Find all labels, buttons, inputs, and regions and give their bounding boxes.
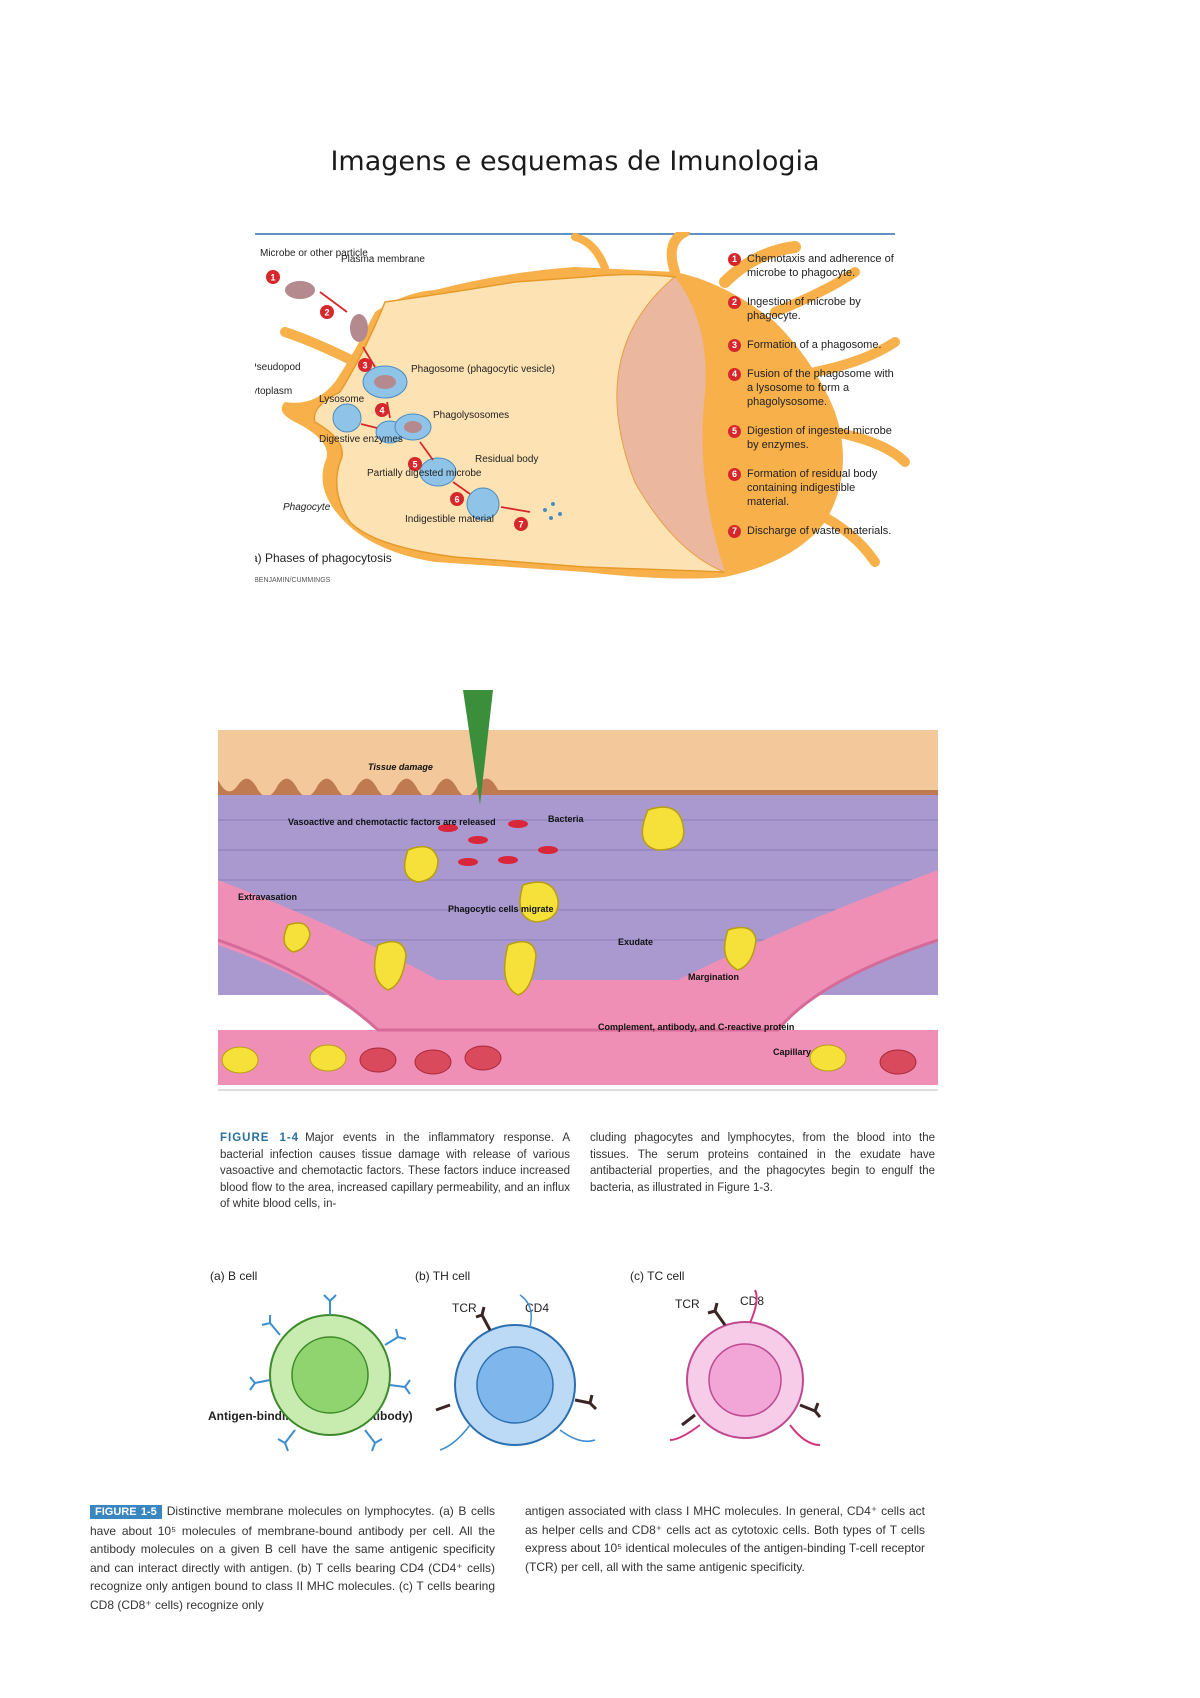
label-tissue-damage: Tissue damage xyxy=(368,762,433,772)
step-text: Fusion of the phagosome with a lysosome … xyxy=(747,368,894,408)
label-exudate: Exudate xyxy=(618,937,653,947)
step-text: Chemotaxis and adherence of microbe to p… xyxy=(747,253,894,279)
step-text: Formation of a phagosome. xyxy=(747,339,882,351)
label-lysosome: Lysosome xyxy=(319,394,365,405)
step-number: 5 xyxy=(728,425,741,438)
step-number: 4 xyxy=(728,368,741,381)
label-b-cell: (a) B cell xyxy=(210,1269,257,1283)
microbe-particle xyxy=(285,281,315,299)
lymphocyte-diagram: (a) B cell (b) TH cell (c) TC cell TCR C… xyxy=(208,1269,822,1452)
phagocytosis-steps: 1 Chemotaxis and adherence of microbe to … xyxy=(728,252,898,553)
caption-text: antigen associated with class I MHC mole… xyxy=(525,1504,925,1574)
page-title: Imagens e esquemas de Imunologia xyxy=(330,146,820,177)
label-phagocyte: Phagocyte xyxy=(283,502,331,513)
label-tcr-1: TCR xyxy=(452,1301,477,1315)
figure-1-5-caption-right: antigen associated with class I MHC mole… xyxy=(525,1502,925,1576)
step-number: 2 xyxy=(728,296,741,309)
label-th-cell: (b) TH cell xyxy=(415,1269,470,1283)
marker-1: 1 xyxy=(270,273,275,283)
marker-2: 2 xyxy=(324,308,329,318)
label-vasoactive: Vasoactive and chemotactic factors are r… xyxy=(288,817,496,827)
label-bacteria: Bacteria xyxy=(548,814,585,824)
marker-4: 4 xyxy=(379,406,384,416)
step-number: 1 xyxy=(728,253,741,266)
label-microbe: Microbe or other particle xyxy=(260,248,368,259)
label-digestive-enzymes: Digestive enzymes xyxy=(319,434,403,445)
label-phagolysosomes: Phagolysosomes xyxy=(433,410,509,421)
credit: © BENJAMIN/CUMMINGS xyxy=(255,576,331,584)
inflammation-diagram: Tissue damage Vasoactive and chemotactic… xyxy=(217,690,939,1091)
label-plasma-membrane: Plasma membrane xyxy=(341,254,425,265)
phagocytosis-figure: 1 2 3 4 5 6 7 Microbe or other particle … xyxy=(245,227,915,642)
caption-phases: (a) Phases of phagocytosis xyxy=(255,551,392,565)
marker-7: 7 xyxy=(518,520,523,530)
step-number: 6 xyxy=(728,468,741,481)
step-item: 6 Formation of residual body containing i… xyxy=(728,467,898,509)
b-cell xyxy=(249,1294,411,1452)
step-text: Formation of residual body containing in… xyxy=(747,468,878,508)
label-residual-body: Residual body xyxy=(475,454,538,465)
figure-1-4-caption-right: cluding phagocytes and lymphocytes, from… xyxy=(590,1130,935,1196)
label-margination: Margination xyxy=(688,972,739,982)
label-indigestible: Indigestible material xyxy=(405,514,494,525)
label-phagocytic-cells: Phagocytic cells migrate xyxy=(448,904,554,914)
figure-1-4-label: FIGURE 1-4 xyxy=(220,1132,300,1144)
label-phagosome: Phagosome (phagocytic vesicle) xyxy=(411,364,555,375)
ingested-microbe xyxy=(350,314,368,342)
step-number: 3 xyxy=(728,339,741,352)
label-tc-cell: (c) TC cell xyxy=(630,1269,684,1283)
label-cd8: CD8 xyxy=(740,1294,764,1308)
step-markers: 1 2 3 4 5 6 7 xyxy=(266,270,528,531)
step-number: 7 xyxy=(728,525,741,538)
label-tcr-2: TCR xyxy=(675,1297,700,1311)
caption-text: Major events in the inflammatory respons… xyxy=(220,1132,571,1210)
step-item: 4 Fusion of the phagosome with a lysosome… xyxy=(728,367,898,409)
step-item: 2 Ingestion of microbe by phagocyte. xyxy=(728,295,898,323)
label-cytoplasm: Cytoplasm xyxy=(255,386,292,397)
step-item: 5 Digestion of ingested microbe by enzyme… xyxy=(728,424,898,452)
caption-text: Distinctive membrane molecules on lympho… xyxy=(90,1504,495,1612)
step-text: Ingestion of microbe by phagocyte. xyxy=(747,296,861,322)
step-text: Discharge of waste materials. xyxy=(747,525,892,537)
th-cell xyxy=(435,1294,598,1451)
phagocytosis-diagram: 1 2 3 4 5 6 7 Microbe or other particle … xyxy=(245,227,910,584)
step-item: 7 Discharge of waste materials. xyxy=(728,524,898,538)
step-text: Digestion of ingested microbe by enzymes… xyxy=(747,425,892,451)
marker-5: 5 xyxy=(412,460,417,470)
marker-6: 6 xyxy=(454,495,459,505)
inflammation-figure: Tissue damage Vasoactive and chemotactic… xyxy=(217,690,939,1110)
lymphocyte-figure: (a) B cell (b) TH cell (c) TC cell TCR C… xyxy=(200,1265,960,1480)
label-complement: Complement, antibody, and C-reactive pro… xyxy=(598,1022,794,1032)
step-item: 1 Chemotaxis and adherence of microbe to … xyxy=(728,252,898,280)
label-capillary: Capillary xyxy=(773,1047,811,1057)
label-extravasation: Extravasation xyxy=(238,892,297,902)
step-item: 3 Formation of a phagosome. xyxy=(728,338,898,352)
label-pseudopod: Pseudopod xyxy=(255,362,301,373)
tc-cell xyxy=(669,1289,822,1446)
caption-text: cluding phagocytes and lymphocytes, from… xyxy=(590,1132,935,1194)
label-partially-digested: Partially digested microbe xyxy=(367,468,482,479)
marker-3: 3 xyxy=(362,361,367,371)
figure-1-5-label: FIGURE 1-5 xyxy=(90,1505,162,1519)
